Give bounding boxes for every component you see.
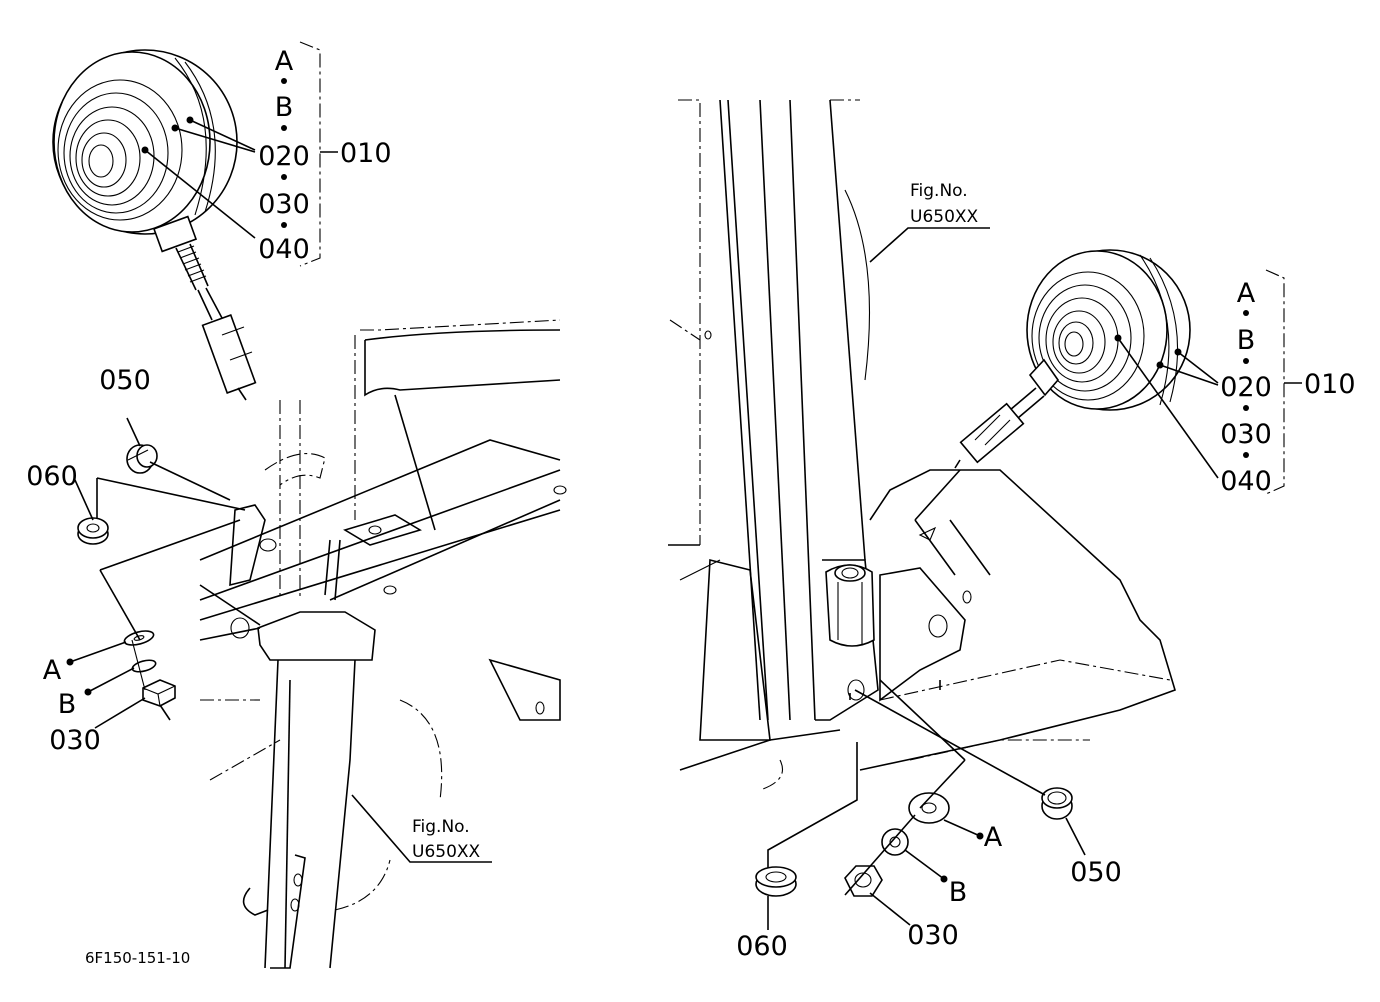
drawing-code: 6F150-151-10 xyxy=(85,949,190,967)
right-label-060: 060 xyxy=(736,931,788,962)
left-label-A-top: A xyxy=(275,46,294,77)
left-label-A: A xyxy=(43,655,62,686)
right-label-030: 030 xyxy=(907,920,959,951)
right-washer-B xyxy=(881,828,909,856)
right-label-050: 050 xyxy=(1070,857,1122,888)
left-label-030-top: 030 xyxy=(258,189,310,220)
right-grommet-050 xyxy=(1041,787,1073,820)
left-nut-030 xyxy=(142,679,176,707)
right-washer-A xyxy=(908,792,950,824)
right-fig-ref-line1: Fig.No. xyxy=(910,181,968,201)
right-label-A: A xyxy=(984,822,1003,853)
left-grommet-050 xyxy=(126,444,158,474)
right-label-020: 020 xyxy=(1220,372,1272,403)
right-small-parts xyxy=(755,469,1086,930)
right-nut-030 xyxy=(844,865,883,897)
left-label-060: 060 xyxy=(26,461,78,492)
left-label-B: B xyxy=(58,689,77,720)
left-grommet-060 xyxy=(77,517,109,545)
right-assembly: A B 020 030 040 010 A 050 B 030 060 Fig.… xyxy=(668,99,1356,962)
right-leaders xyxy=(869,227,1302,495)
left-small-parts xyxy=(66,417,492,863)
right-grommet-060 xyxy=(755,866,797,897)
left-frame xyxy=(199,319,567,969)
left-label-040: 040 xyxy=(258,234,310,265)
left-fig-ref-line1: Fig.No. xyxy=(412,817,470,837)
left-label-020: 020 xyxy=(258,141,310,172)
right-label-B: B xyxy=(949,877,968,908)
left-washer-B xyxy=(131,659,157,673)
right-frame xyxy=(668,99,1176,791)
left-label-B-top: B xyxy=(275,92,294,123)
left-fig-ref-line2: U650XX xyxy=(412,842,481,862)
right-label-A-top: A xyxy=(1237,278,1256,309)
left-label-010: 010 xyxy=(340,138,392,169)
right-labels: A B 020 030 040 010 A 050 B 030 060 Fig.… xyxy=(736,181,1355,962)
right-label-030-top: 030 xyxy=(1220,419,1272,450)
left-part-bracket xyxy=(281,41,338,267)
left-labels: A B 020 030 040 010 050 060 A B 030 Fig.… xyxy=(26,46,480,862)
right-fig-ref-line2: U650XX xyxy=(910,207,979,227)
left-label-030: 030 xyxy=(49,725,101,756)
left-work-lamp xyxy=(52,49,257,401)
left-label-050: 050 xyxy=(99,365,151,396)
right-work-lamp xyxy=(954,249,1191,469)
left-leaders xyxy=(141,116,256,239)
right-label-040: 040 xyxy=(1220,466,1272,497)
left-assembly: A B 020 030 040 010 050 060 A B 030 Fig.… xyxy=(26,41,567,969)
right-label-010: 010 xyxy=(1304,369,1356,400)
right-label-B-top: B xyxy=(1237,325,1256,356)
